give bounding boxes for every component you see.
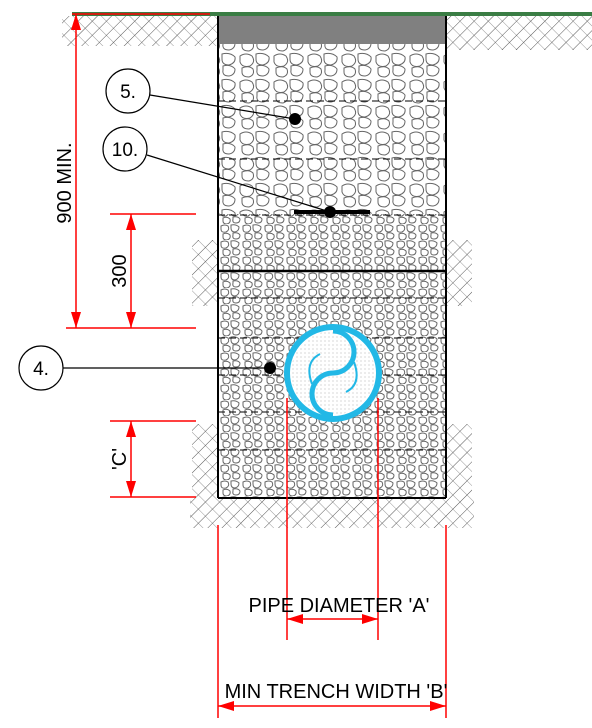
dimension-pipe-diameter	[286, 398, 379, 640]
label-trench-width: MIN TRENCH WIDTH 'B'	[225, 681, 448, 703]
ground-hatch-side-right-mid	[446, 240, 472, 306]
label-900-min: 900 MIN.	[54, 142, 76, 223]
dimension-c	[110, 420, 196, 498]
callout-4-label: 4.	[33, 359, 49, 380]
ground-hatch-top-left	[62, 16, 218, 46]
callout-10: 10.	[102, 126, 336, 218]
callout-4: 4.	[18, 345, 276, 391]
ground-hatch-bottom	[190, 498, 474, 528]
label-c: 'C'	[109, 448, 131, 470]
surface-layer	[218, 16, 446, 44]
ground-hatch-top-right	[446, 16, 592, 50]
dimension-300	[110, 213, 196, 328]
ground-hatch-side-left-low	[192, 424, 218, 498]
backfill-zone	[218, 44, 446, 214]
ground-hatch-side-right-low	[446, 424, 472, 498]
callout-5: 5.	[105, 68, 301, 125]
dimension-trench-width	[217, 525, 447, 718]
label-300: 300	[109, 254, 131, 287]
callout-5-label: 5.	[120, 82, 136, 103]
pipe	[284, 324, 382, 422]
ground-hatch-side-left-mid	[192, 240, 218, 306]
label-pipe-diameter: PIPE DIAMETER 'A'	[248, 595, 429, 617]
callout-10-label: 10.	[112, 140, 138, 161]
